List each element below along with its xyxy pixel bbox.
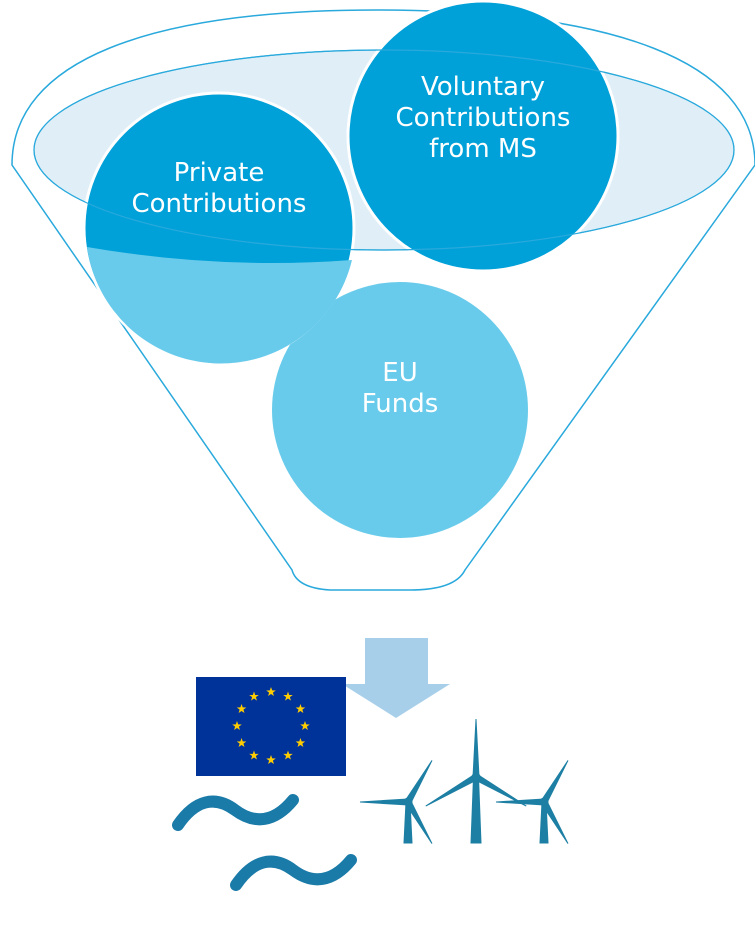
down-arrow-icon	[342, 638, 450, 718]
turbine-blade	[425, 773, 479, 807]
turbine-tower	[470, 776, 482, 844]
voluntary-contributions-circle	[346, 0, 620, 273]
label-line: Contributions	[131, 189, 307, 219]
voluntary-contributions-label: Voluntary Contributions from MS	[383, 72, 583, 165]
label-line: Contributions	[395, 103, 571, 133]
flag-star	[249, 750, 259, 760]
flag-star	[249, 691, 259, 701]
label-line: EU	[382, 358, 418, 388]
label-line: Private	[173, 158, 265, 188]
eu-flag-icon	[196, 677, 346, 776]
turbine-blade	[495, 798, 545, 806]
turbine-hub	[471, 772, 481, 782]
turbine-hub	[539, 797, 549, 807]
flag-star	[283, 750, 293, 760]
rim-front-edge	[33, 49, 735, 251]
wind-turbine-icon	[359, 718, 569, 844]
turbine-blade	[404, 760, 433, 805]
private-circle-lower	[87, 247, 352, 364]
label-line: Voluntary	[420, 72, 546, 102]
funnel-outline	[11, 9, 755, 591]
flag-star	[266, 687, 276, 697]
flag-star	[283, 691, 293, 701]
private-contributions-label: Private Contributions	[119, 158, 319, 220]
turbine-blade	[359, 798, 409, 806]
label-line: Funds	[361, 389, 439, 419]
turbine-hub	[403, 797, 413, 807]
eu-funds-label: EU Funds	[300, 358, 500, 420]
flag-star	[236, 738, 247, 748]
eu-funds-circle	[272, 282, 528, 538]
turbine-blade	[472, 718, 480, 778]
flag-star	[236, 704, 247, 714]
flag-star	[232, 721, 242, 731]
flag-star	[295, 704, 306, 714]
flag-star	[300, 721, 310, 731]
wave-icon	[172, 794, 357, 891]
flag-star	[266, 755, 276, 765]
turbine-blade	[540, 760, 569, 805]
flag-star	[295, 738, 306, 748]
label-line: from MS	[429, 134, 537, 164]
